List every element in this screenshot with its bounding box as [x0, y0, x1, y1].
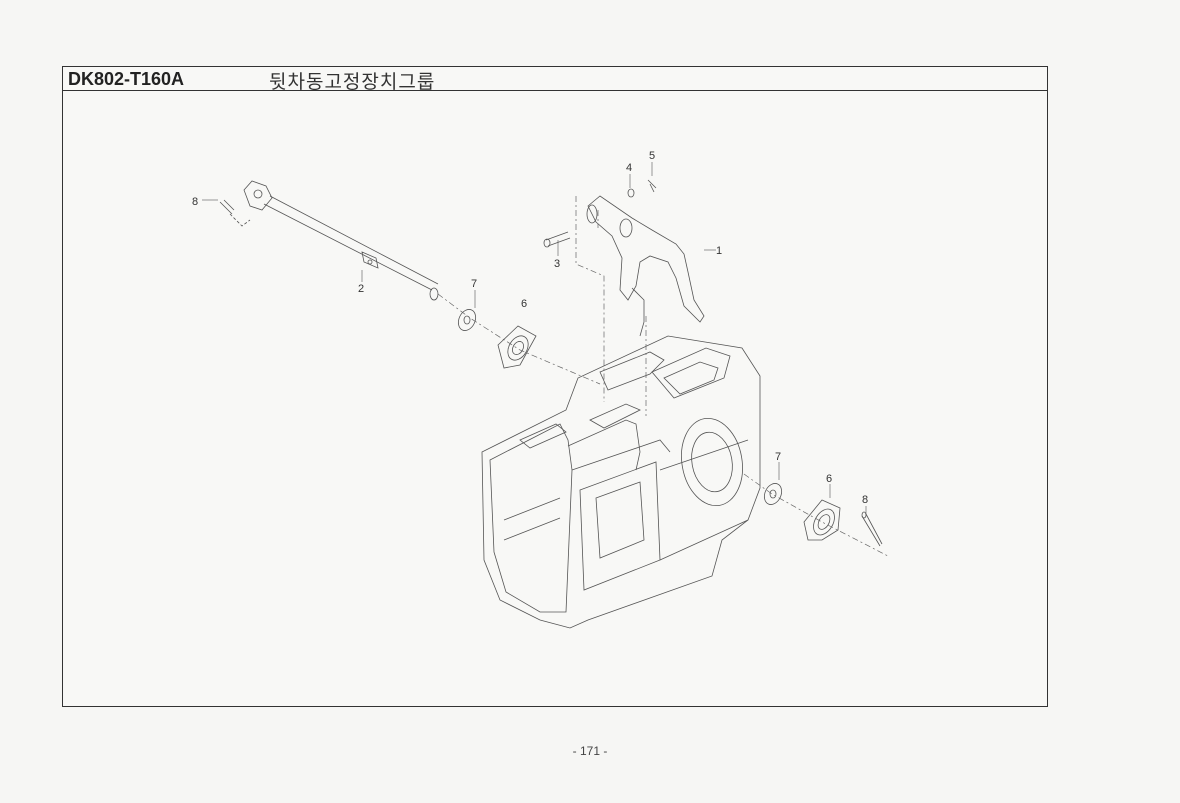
- pin-part-lower: [861, 511, 883, 547]
- part-group-title: 뒷차동고정장치그룹: [269, 71, 436, 93]
- callout-6-left: 6: [521, 298, 527, 310]
- callout-3: 3: [554, 258, 560, 270]
- pin-part-upper: [219, 199, 251, 227]
- bearing-part-left: [497, 325, 537, 369]
- callout-5: 5: [649, 150, 655, 162]
- callout-2: 2: [358, 283, 364, 295]
- header-bar: DK802-T160A 뒷차동고정장치그룹: [63, 67, 1047, 93]
- assembly-guide-lines: [437, 196, 889, 557]
- part-group-code: DK802-T160A: [68, 69, 185, 89]
- small-pin-part: [627, 179, 657, 198]
- shift-fork-part: [586, 195, 705, 337]
- transmission-housing: [481, 335, 761, 629]
- bearing-part-right: [803, 499, 841, 541]
- washer-part-right: [763, 483, 783, 505]
- page-number: - 171 -: [572, 744, 608, 758]
- diagram-frame: DK802-T160A 뒷차동고정장치그룹: [62, 66, 1048, 707]
- callout-7-left: 7: [471, 278, 477, 290]
- callout-7-right: 7: [775, 451, 781, 463]
- callout-1: 1: [716, 245, 722, 257]
- callout-6-right: 6: [826, 473, 832, 485]
- bolt-part: [543, 231, 571, 248]
- shift-rod-part: [243, 180, 439, 301]
- washer-part-left: [457, 309, 477, 331]
- callout-8-left: 8: [192, 196, 198, 208]
- callout-8-right: 8: [862, 494, 868, 506]
- callout-leaders: [202, 162, 867, 514]
- callout-4: 4: [626, 162, 632, 174]
